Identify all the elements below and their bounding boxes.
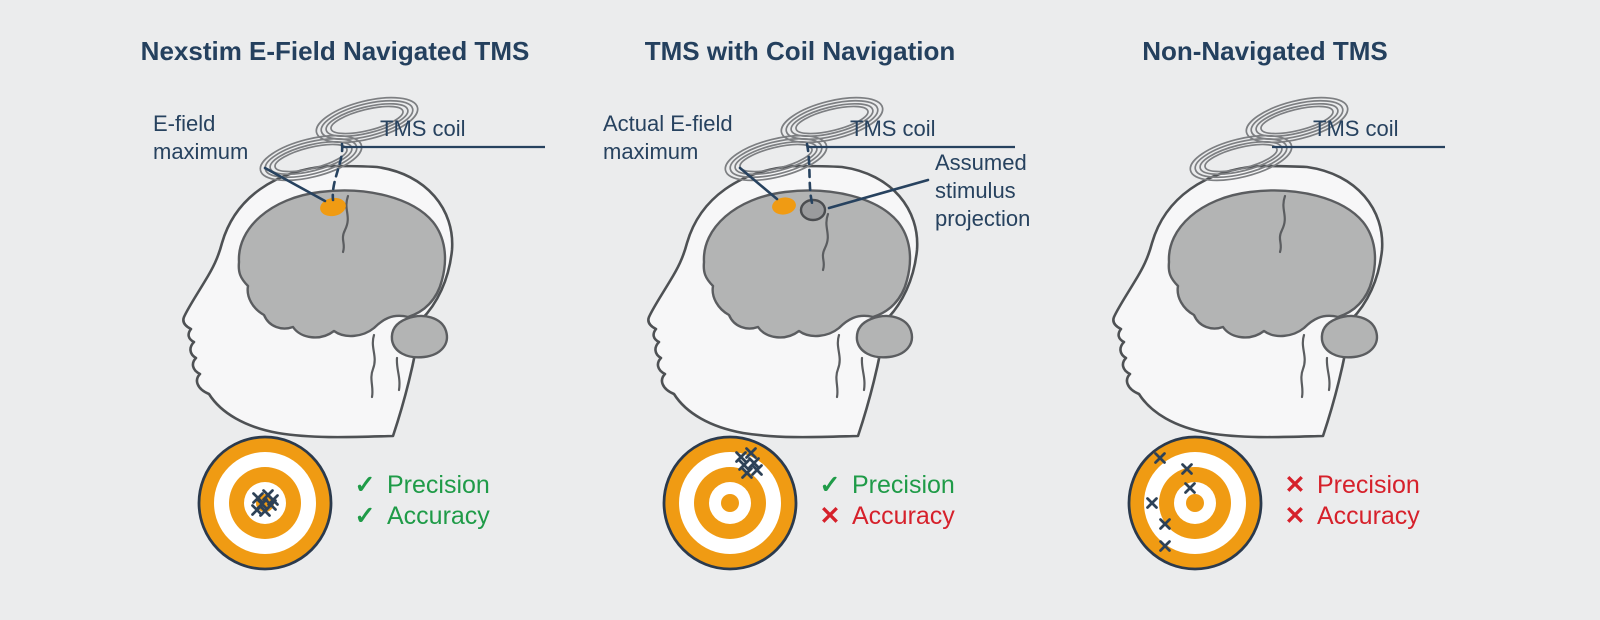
sulcus-line — [1278, 194, 1287, 254]
tms-coil-label: TMS coil — [1313, 116, 1399, 141]
brainstem-line — [370, 333, 376, 399]
stimulation-x-mark — [1181, 463, 1193, 475]
stimulation-x-mark — [1159, 518, 1171, 530]
coil-projection-dashed-line — [331, 142, 344, 202]
actual-e-field-leader-line — [738, 166, 779, 201]
assumed-projection-leader-line — [827, 178, 930, 210]
target-marks — [1146, 452, 1196, 552]
assumed-projection-label-line2: stimulus — [935, 178, 1016, 203]
stimulation-x-mark — [1159, 540, 1171, 552]
legend: ✓ Precision ✕ Accuracy — [820, 471, 956, 530]
brainstem-line — [395, 356, 401, 392]
panel-title: Nexstim E-Field Navigated TMS — [141, 36, 530, 66]
e-field-maximum-label-line1: E-field — [153, 111, 215, 136]
cross-icon: ✕ — [1285, 502, 1306, 530]
assumed-stimulus-projection-dot — [799, 198, 827, 222]
brainstem-line — [835, 333, 841, 399]
check-icon: ✓ — [355, 471, 376, 499]
check-icon: ✓ — [820, 471, 841, 499]
tms-coil-label: TMS coil — [380, 116, 466, 141]
stimulation-x-mark — [745, 447, 757, 459]
panel-nexstim-navigated: Nexstim E-Field Navigated TMS — [115, 0, 595, 620]
precision-label: Precision — [852, 471, 955, 499]
legend: ✓ Precision ✓ Accuracy — [355, 471, 491, 530]
actual-e-field-label-line1: Actual E-field — [603, 111, 733, 136]
brain — [702, 189, 912, 339]
stimulation-x-mark — [738, 459, 750, 471]
check-icon: ✓ — [355, 502, 376, 530]
stimulation-x-mark — [1154, 452, 1166, 464]
stimulation-x-mark — [1146, 497, 1158, 509]
cerebellum — [855, 314, 914, 359]
cerebellum — [1320, 314, 1379, 359]
accuracy-label: Accuracy — [387, 502, 490, 530]
brainstem-line — [860, 356, 866, 392]
accuracy-label: Accuracy — [1317, 502, 1420, 530]
precision-label: Precision — [1317, 471, 1420, 499]
brain — [237, 189, 447, 339]
sulcus-line — [821, 212, 830, 272]
legend: ✕ Precision ✕ Accuracy — [1285, 471, 1421, 530]
stimulation-x-mark — [741, 467, 753, 479]
accuracy-label: Accuracy — [852, 502, 955, 530]
assumed-projection-label-line1: Assumed — [935, 150, 1027, 175]
panel-title: TMS with Coil Navigation — [645, 36, 956, 66]
stimulation-x-mark — [267, 494, 279, 506]
stimulation-x-mark — [751, 464, 763, 476]
cerebellum — [390, 314, 449, 359]
panel-title: Non-Navigated TMS — [1142, 36, 1388, 66]
e-field-maximum-dot — [320, 197, 346, 217]
coil-projection-dashed-line — [805, 142, 814, 205]
cross-icon: ✕ — [1285, 471, 1306, 499]
bullseye-target — [197, 435, 333, 571]
assumed-projection-label-line3: projection — [935, 206, 1030, 231]
target-marks — [251, 489, 279, 517]
stimulation-x-mark — [259, 505, 271, 517]
e-field-maximum-leader-line — [263, 166, 327, 203]
actual-e-field-label-line2: maximum — [603, 139, 698, 164]
tms-coil-icon — [1189, 96, 1349, 182]
tms-coil-label: TMS coil — [850, 116, 936, 141]
stimulation-x-mark — [1184, 482, 1196, 494]
bullseye-target — [1127, 435, 1263, 571]
actual-e-field-maximum-dot — [772, 197, 796, 215]
cross-icon: ✕ — [820, 502, 841, 530]
brainstem-line — [1325, 356, 1331, 392]
bullseye-target — [662, 435, 798, 571]
brainstem-line — [1300, 333, 1306, 399]
stimulation-x-mark — [735, 451, 747, 463]
e-field-maximum-label-line2: maximum — [153, 139, 248, 164]
sulcus-line — [341, 194, 350, 254]
stimulation-x-mark — [252, 492, 264, 504]
panel-coil-navigation: TMS with Coil Navigation T — [580, 0, 1060, 620]
precision-label: Precision — [387, 471, 490, 499]
target-marks — [735, 447, 763, 479]
panel-non-navigated: Non-Navigated TMS TMS coil — [1045, 0, 1525, 620]
stimulation-x-mark — [748, 457, 760, 469]
brain — [1167, 189, 1377, 339]
